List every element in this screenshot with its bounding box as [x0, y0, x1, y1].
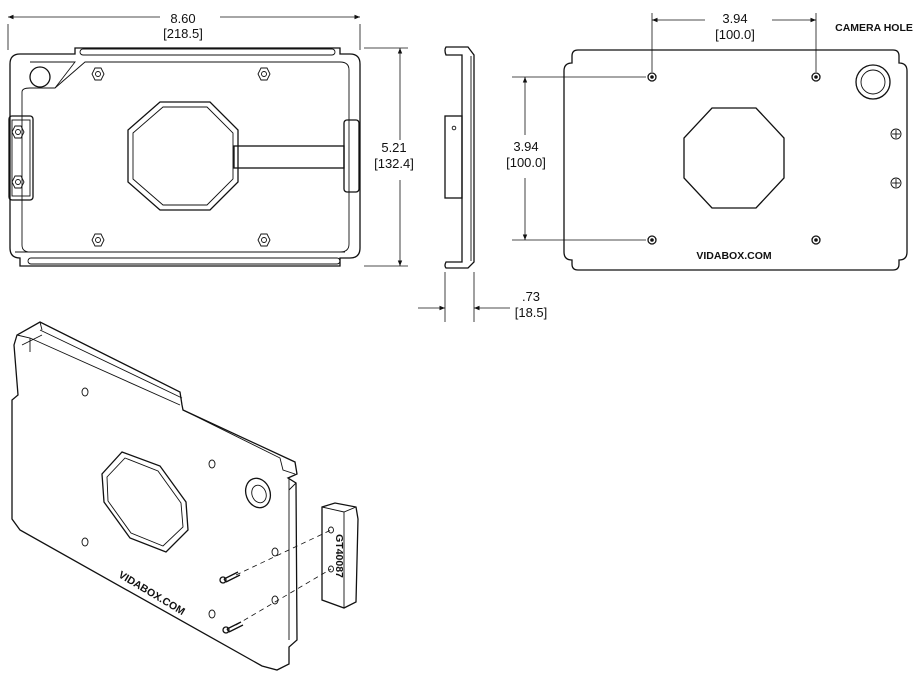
left-clamp — [8, 115, 34, 201]
vesa-horizontal-in: 3.94 — [722, 11, 747, 26]
side-view: .73 [18.5] — [418, 46, 548, 322]
front-view: 8.60 [218.5] 5.21 [132.4] — [7, 11, 414, 267]
brand-text-iso: VIDABOX.COM — [116, 569, 187, 618]
octagon-cutout-iso — [101, 451, 189, 553]
octagon-cutout-front — [127, 101, 239, 211]
brand-text-back: VIDABOX.COM — [696, 250, 772, 262]
camera-hole-back — [855, 64, 891, 100]
camera-hole-label: CAMERA HOLE — [835, 22, 913, 34]
overall-width-mm: [218.5] — [163, 26, 203, 41]
back-view: VIDABOX.COM CAMERA HOLE 3.94 [100.0] 3.9… — [506, 11, 913, 271]
depth-in: .73 — [522, 289, 540, 304]
octagon-cutout-back — [683, 107, 785, 209]
camera-hole-front — [29, 66, 51, 88]
vesa-holes — [647, 72, 821, 245]
overall-height-in: 5.21 — [381, 140, 406, 155]
screws-iso — [219, 571, 244, 634]
depth-mm: [18.5] — [515, 305, 548, 320]
camera-hole-iso — [244, 477, 272, 509]
overall-width-in: 8.60 — [170, 11, 195, 26]
clamp-block-iso: GT40087 — [321, 502, 359, 609]
overall-height-mm: [132.4] — [374, 156, 414, 171]
isometric-view: VIDABOX.COM GT40087 — [11, 321, 359, 671]
vesa-vertical-mm: [100.0] — [506, 155, 546, 170]
part-number: GT40087 — [333, 534, 345, 578]
vesa-horizontal-mm: [100.0] — [715, 27, 755, 42]
vesa-vertical-in: 3.94 — [513, 139, 538, 154]
